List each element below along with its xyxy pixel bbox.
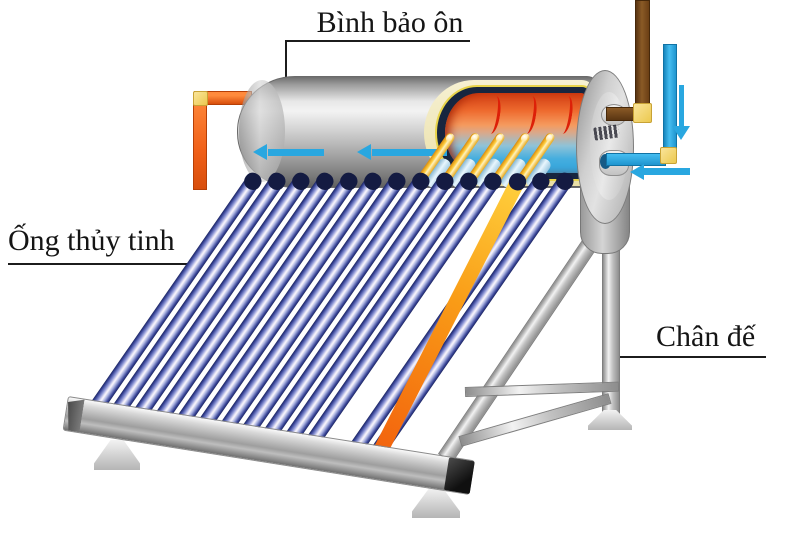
label-glass-tubes: Ống thủy tinh xyxy=(8,224,175,257)
stand-foot-rear xyxy=(588,410,632,430)
cold-inlet-arrowhead xyxy=(630,164,644,180)
cold-water-down-arrowhead xyxy=(672,126,690,140)
hot-water-outlet-pipe-vertical xyxy=(193,94,207,190)
rail-right-end xyxy=(443,457,475,495)
tank-label-underline xyxy=(286,40,470,42)
tank-flow-arrowhead xyxy=(253,144,267,160)
pipe-fitting xyxy=(193,91,208,106)
port-hole xyxy=(600,154,611,169)
label-stand: Chân đế xyxy=(656,320,756,353)
tank-flow-arrow-shaft xyxy=(372,149,447,156)
tank-flow-arrow-shaft xyxy=(268,149,324,156)
glass-tubes-label-underline xyxy=(8,263,200,265)
cold-inlet-arrow-shaft xyxy=(644,168,690,175)
hot-outlet-pipe-brown-vertical xyxy=(635,0,650,110)
tank-left-cap xyxy=(239,80,285,182)
rail-left-end xyxy=(64,397,85,432)
cold-water-down-arrow xyxy=(679,85,684,127)
stand-foot-left xyxy=(94,440,140,470)
pipe-fitting xyxy=(660,147,677,164)
label-tank: Bình bảo ôn xyxy=(316,6,464,39)
pipe-fitting xyxy=(633,103,652,123)
tank-flow-arrowhead xyxy=(357,144,371,160)
stand-leader-line xyxy=(618,356,766,358)
tank-leader-line xyxy=(285,40,287,78)
